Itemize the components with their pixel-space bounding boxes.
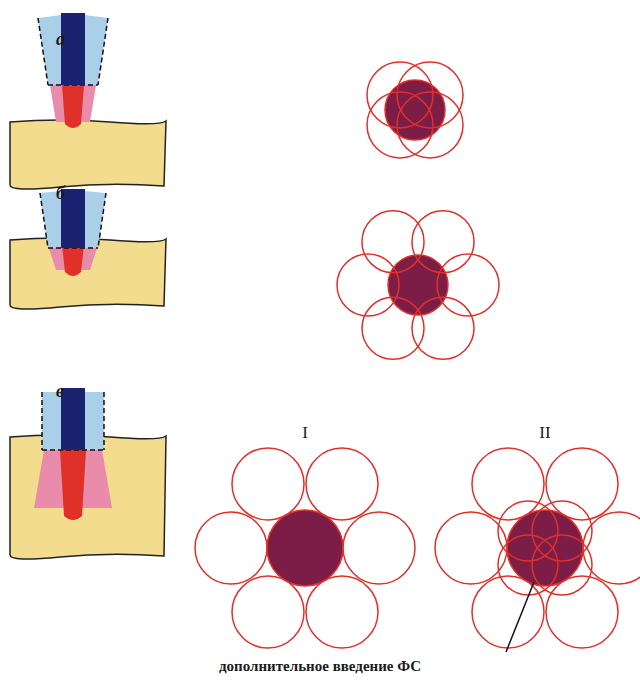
irradiation-circle — [412, 297, 474, 359]
irradiation-circle — [232, 448, 304, 520]
fiber-deep — [10, 388, 166, 559]
fiber-surface — [10, 13, 166, 189]
variant-number: II — [539, 424, 550, 443]
irradiation-circle — [232, 576, 304, 648]
irradiation-circle — [412, 211, 474, 273]
leader-line — [506, 582, 534, 652]
panel-letter: а — [56, 30, 65, 50]
irradiation-circle — [195, 512, 267, 584]
irradiation-circle — [337, 254, 399, 316]
irradiation-spots — [195, 62, 640, 648]
irradiation-circle — [362, 211, 424, 273]
irradiation-circle — [397, 62, 463, 128]
irradiation-circle — [532, 501, 592, 561]
panel-letter: б — [56, 184, 65, 204]
irradiation-circle — [437, 254, 499, 316]
tumor-spot — [385, 80, 445, 140]
irradiation-circle — [532, 535, 592, 595]
tumor-spot — [267, 510, 343, 586]
irradiation-circle — [362, 297, 424, 359]
callout-note: дополнительное введение ФС — [216, 658, 424, 675]
irradiation-circle — [498, 535, 558, 595]
variant-number: I — [302, 424, 308, 443]
irradiation-circle — [367, 92, 433, 158]
irradiation-circle — [397, 92, 463, 158]
fiber-inserted — [10, 189, 166, 309]
tumor-spot — [388, 255, 448, 315]
irradiation-circle — [306, 448, 378, 520]
irradiation-circle — [498, 501, 558, 561]
irradiation-circle — [367, 62, 433, 128]
panel-letter: в — [56, 382, 64, 402]
irradiation-circle — [306, 576, 378, 648]
irradiation-circle — [343, 512, 415, 584]
irradiation-circle — [435, 512, 507, 584]
tumor-spot — [507, 510, 583, 586]
